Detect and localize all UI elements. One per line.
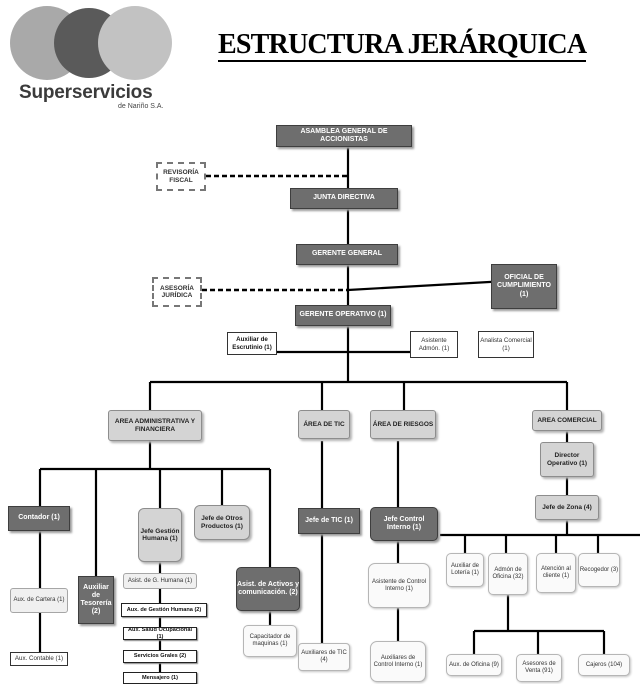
node-recogedor[interactable]: Recogedor (3)	[578, 553, 620, 587]
node-asesores-venta[interactable]: Asesores de Venta (91)	[516, 654, 562, 682]
logo-subtitle: de Nariño S.A.	[118, 103, 164, 110]
node-aux-cartera[interactable]: Aux. de Cartera (1)	[10, 588, 68, 613]
node-cajeros[interactable]: Cajeros (104)	[578, 654, 630, 676]
node-oficial[interactable]: OFICIAL DE CUMPLIMIENTO (1)	[491, 264, 557, 309]
node-area-tic[interactable]: ÁREA DE TIC	[298, 410, 350, 439]
node-gerente-general[interactable]: GERENTE GENERAL	[296, 244, 398, 265]
page-title: ESTRUCTURA JERÁRQUICA	[218, 29, 587, 62]
node-area-riesgos[interactable]: ÁREA DE RIESGOS	[370, 410, 436, 439]
node-atencion-cliente[interactable]: Atención al cliente (1)	[536, 553, 576, 593]
node-gerente-operativo[interactable]: GERENTE OPERATIVO (1)	[295, 305, 391, 326]
node-jefe-zona[interactable]: Jefe de Zona (4)	[535, 495, 599, 520]
node-asistente-admon[interactable]: Asistente Admón. (1)	[410, 331, 458, 358]
node-aux-control[interactable]: Auxiliares de Control Interno (1)	[370, 641, 426, 682]
node-asamblea[interactable]: ASAMBLEA GENERAL DE ACCIONISTAS	[276, 125, 412, 147]
superservicios-logo: Superservicios de Nariño S.A.	[6, 2, 184, 120]
node-aux-contable[interactable]: Aux. Contable (1)	[10, 652, 68, 666]
node-junta[interactable]: JUNTA DIRECTIVA	[290, 188, 398, 209]
node-jefe-gh[interactable]: Jefe Gestión Humana (1)	[138, 508, 182, 562]
node-revisoria[interactable]: REVISORÍA FISCAL	[156, 162, 206, 191]
node-asist-activos[interactable]: Asist. de Activos y comunicación. (2)	[236, 567, 300, 611]
node-asesoria[interactable]: ASESORÍA JURÍDICA	[152, 277, 202, 307]
node-asist-control[interactable]: Asistente de Control Interno (1)	[368, 563, 430, 608]
node-analista[interactable]: Analista Comercial (1)	[478, 331, 534, 358]
node-area-admin[interactable]: AREA ADMINISTRATIVA Y FINANCIERA	[108, 410, 202, 441]
logo-circle-right	[98, 6, 172, 80]
node-asist-gh[interactable]: Asist. de G. Humana (1)	[123, 573, 197, 589]
node-director-operativo[interactable]: Director Operativo (1)	[540, 442, 594, 477]
node-jefe-otros[interactable]: Jefe de Otros Productos (1)	[194, 505, 250, 540]
node-jefe-control[interactable]: Jefe Control Interno (1)	[370, 507, 438, 541]
node-servicios[interactable]: Servicios Grales (2)	[123, 650, 197, 663]
node-jefe-tic[interactable]: Jefe de TIC (1)	[298, 508, 360, 534]
node-aux-tic[interactable]: Auxiliares de TIC (4)	[298, 643, 350, 671]
node-capacitador[interactable]: Capacitador de maquinas (1)	[243, 625, 297, 657]
node-aux-oficina[interactable]: Aux. de Oficina (9)	[446, 654, 502, 676]
node-aux-gh[interactable]: Aux. de Gestión Humana (2)	[121, 603, 207, 617]
logo-name: Superservicios	[19, 82, 153, 103]
node-contador[interactable]: Contador (1)	[8, 506, 70, 531]
node-area-comercial[interactable]: AREA COMERCIAL	[532, 410, 602, 431]
node-admon-oficina[interactable]: Admón de Oficina (32)	[488, 553, 528, 595]
node-aux-tesoreria[interactable]: Auxiliar de Tesorería (2)	[78, 576, 114, 624]
node-mensajero[interactable]: Mensajero (1)	[123, 672, 197, 684]
node-aux-loteria[interactable]: Auxiliar de Lotería (1)	[446, 553, 484, 587]
node-aux-salud[interactable]: Aux. Salud Ocupacional (1)	[123, 627, 197, 640]
node-aux-escrutinio[interactable]: Auxiliar de Escrutinio (1)	[227, 332, 277, 355]
